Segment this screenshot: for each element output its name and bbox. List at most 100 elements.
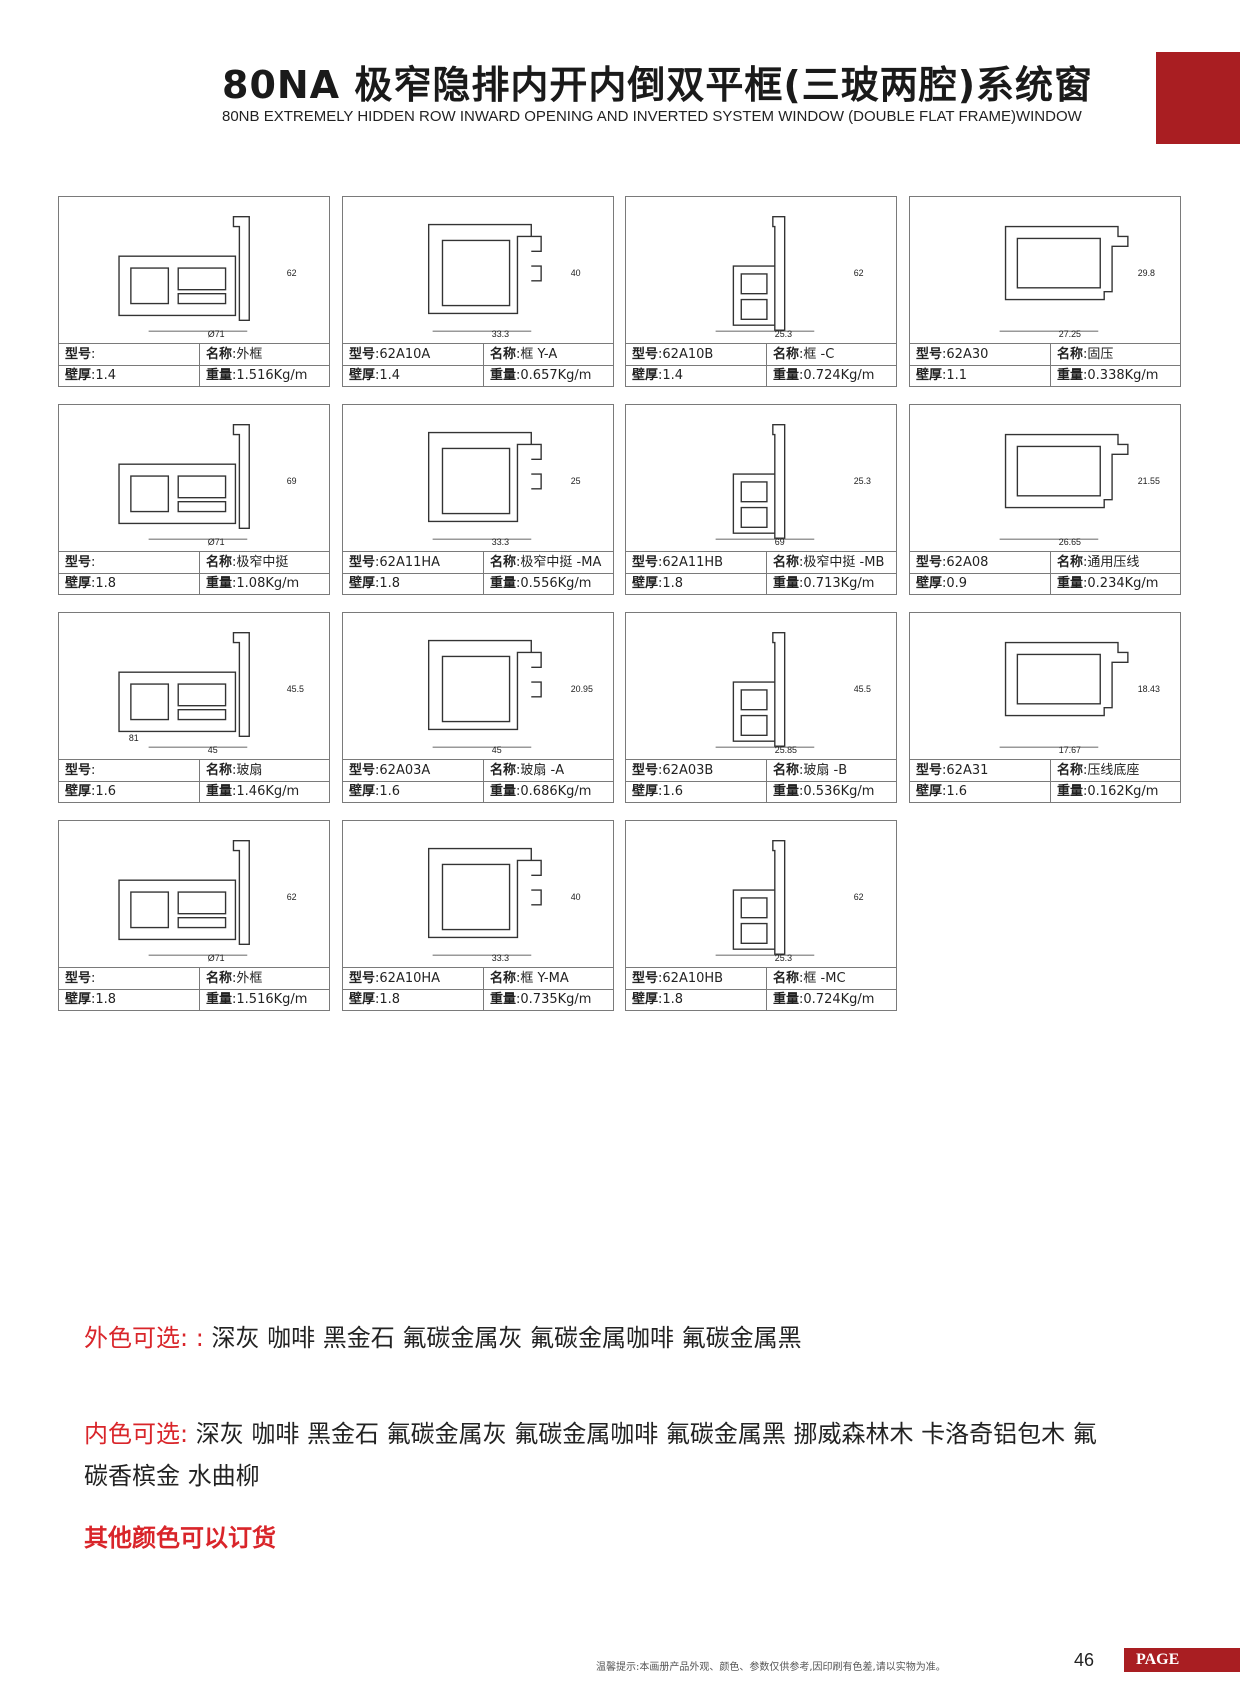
name-cell: 名称:通用压线 [1050,552,1180,573]
dimension-label: 20.95 [571,684,593,694]
thickness-value: 1.6 [946,784,968,799]
profile-specs: 型号:62A31 名称:压线底座 壁厚:1.6 重量:0.162Kg/m [909,759,1181,803]
name-value: 压线底座 [1087,763,1140,778]
weight-value: 1.516Kg/m [236,368,308,383]
dimension-label: 26.65 [1059,537,1081,547]
weight-cell: 重量:0.735Kg/m [483,989,613,1010]
weight-value: 0.338Kg/m [1087,368,1159,383]
name-value: 框 -C [803,347,835,362]
model-value: 62A10B [662,347,714,362]
profile-outline [427,639,542,731]
thickness-cell: 壁厚:1.8 [632,576,684,591]
name-cell: 名称:框 -MC [766,968,896,989]
profile-outline [1004,433,1129,509]
inner-colors-cont: 碳香槟金 水曲柳 [84,1456,260,1491]
weight-cell: 重量:0.556Kg/m [483,573,613,594]
model-cell: 型号:62A10HA [349,971,441,986]
model-value: 62A30 [946,347,989,362]
profile-specs: 型号: 名称:外框 壁厚:1.8 重量:1.516Kg/m [58,967,330,1011]
model-value: 62A03A [379,763,431,778]
thickness-cell: 壁厚:1.6 [349,784,401,799]
name-cell: 名称:压线底座 [1050,760,1180,781]
profile-specs: 型号: 名称:外框 壁厚:1.4 重量:1.516Kg/m [58,343,330,387]
profile-specs: 型号:62A08 名称:通用压线 壁厚:0.9 重量:0.234Kg/m [909,551,1181,595]
model-cell: 型号:62A31 [916,763,989,778]
footer-note: 温馨提示:本画册产品外观、颜色、参数仅供参考,因印刷有色差,请以实物为准。 [596,1662,946,1673]
profile-section-svg: 29.827.25 [999,225,1155,339]
dimension-label: 21.55 [1138,476,1160,486]
model-cell: 型号:62A03B [632,763,714,778]
thickness-value: 1.6 [379,784,401,799]
page-subtitle: 80NB EXTREMELY HIDDEN ROW INWARD OPENING… [222,108,1082,125]
dimension-label: Ø71 [208,537,225,547]
profile-specs: 型号:62A11HB 名称:极窄中挺 -MB 壁厚:1.8 重量:0.713Kg… [625,551,897,595]
profile-specs: 型号:62A03A 名称:玻扇 -A 壁厚:1.6 重量:0.686Kg/m [342,759,614,803]
model-cell: 型号: [65,555,96,570]
thickness-value: 1.8 [95,576,117,591]
weight-cell: 重量:1.08Kg/m [199,573,329,594]
thickness-cell: 壁厚:1.4 [632,368,684,383]
name-cell: 名称:极窄中挺 [199,552,329,573]
name-cell: 名称:玻扇 -A [483,760,613,781]
thickness-cell: 壁厚:1.4 [65,368,117,383]
profile-outline [732,840,786,955]
name-value: 固压 [1087,347,1114,362]
thickness-cell: 壁厚:1.4 [349,368,401,383]
profile-outline [118,424,250,530]
model-value: 62A10HA [379,971,441,986]
model-value: 62A10HB [662,971,724,986]
dimension-label: 45 [208,745,218,755]
thickness-value: 1.8 [379,576,401,591]
dimension-label: 62 [287,892,297,902]
dimension-label: 27.25 [1059,329,1081,339]
name-value: 外框 [236,971,263,986]
model-cell: 型号:62A08 [916,555,989,570]
thickness-cell: 壁厚:1.1 [916,368,968,383]
thickness-cell: 壁厚:1.8 [65,992,117,1007]
weight-value: 1.516Kg/m [236,992,308,1007]
profile-specs: 型号:62A03B 名称:玻扇 -B 壁厚:1.6 重量:0.536Kg/m [625,759,897,803]
weight-cell: 重量:0.657Kg/m [483,365,613,386]
name-cell: 名称:框 Y-A [483,344,613,365]
dimension-label: 25 [571,476,581,486]
dimension-label: 17.67 [1059,745,1081,755]
name-value: 外框 [236,347,263,362]
model-cell: 型号:62A10A [349,347,431,362]
name-cell: 名称:玻扇 -B [766,760,896,781]
dimension-label: Ø71 [208,329,225,339]
dimension-label: 40 [571,892,581,902]
other-colors-note: 其他颜色可以订货 [84,1524,276,1552]
dimension-label: 33.3 [492,329,509,339]
thickness-value: 1.6 [95,784,117,799]
profile-section-svg: 25.369 [715,424,871,547]
profile-outline [118,632,250,738]
weight-value: 0.724Kg/m [803,992,875,1007]
profile-specs: 型号:62A11HA 名称:极窄中挺 -MA 壁厚:1.8 重量:0.556Kg… [342,551,614,595]
profile-outline [427,223,542,315]
dimension-label: 45.5 [854,684,871,694]
name-cell: 名称:外框 [199,968,329,989]
dimension-label: Ø71 [208,953,225,963]
model-value: 62A08 [946,555,989,570]
thickness-value: 1.4 [662,368,684,383]
model-cell: 型号: [65,347,96,362]
thickness-value: 1.8 [662,576,684,591]
weight-value: 0.657Kg/m [520,368,592,383]
